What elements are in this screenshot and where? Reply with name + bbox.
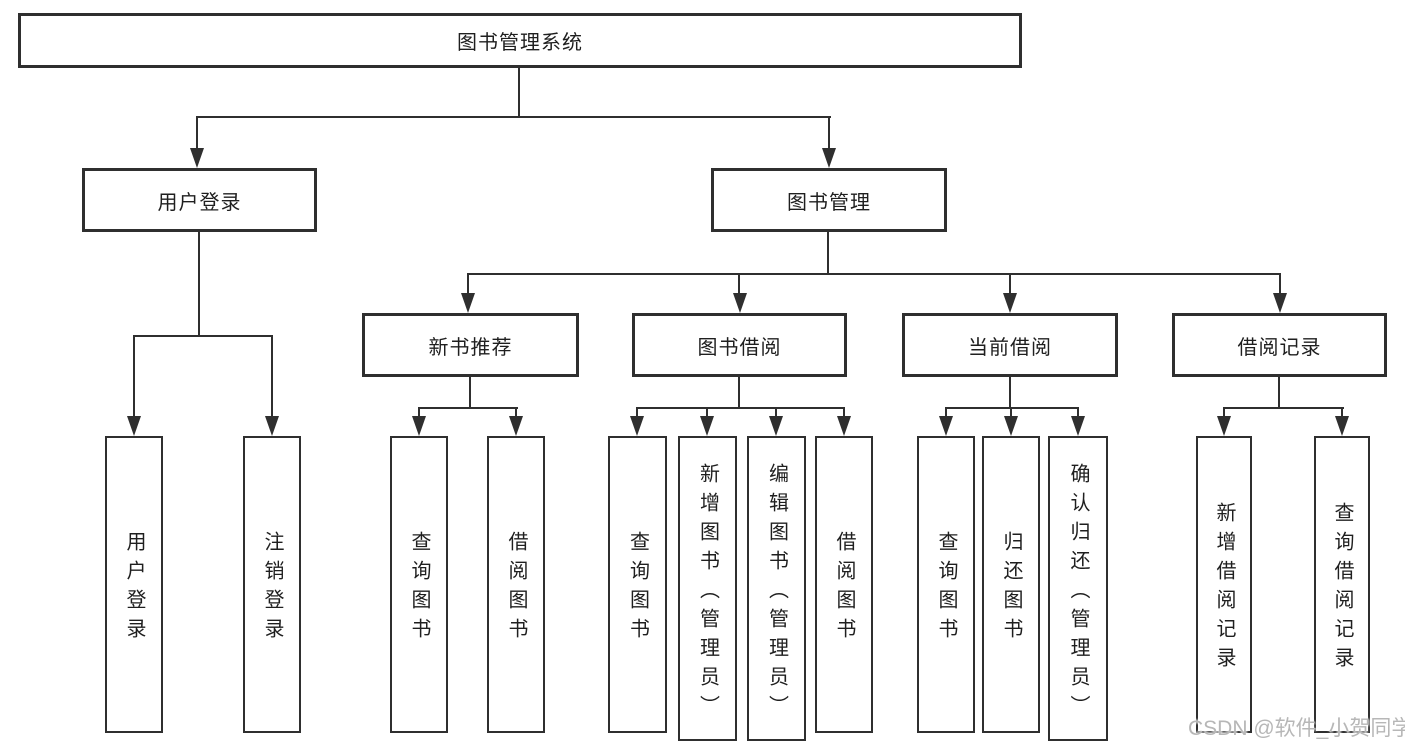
connector-stem-leaf (1341, 407, 1343, 418)
connector-book-management-stem (827, 232, 829, 275)
connector-stem-leaf (515, 407, 517, 418)
arrow-down-icon (1335, 416, 1349, 436)
arrow-down-icon (1071, 416, 1085, 436)
node-leaf-query-books-recommend: 查询图书 (390, 436, 448, 733)
node-new-book-recommend: 新书推荐 (362, 313, 579, 377)
connector-stem-leaf (706, 407, 708, 418)
node-leaf-logout: 注销登录 (243, 436, 301, 733)
connector-stem-leaf (843, 407, 845, 418)
arrow-down-icon (1004, 416, 1018, 436)
arrow-down-icon (700, 416, 714, 436)
node-book-management: 图书管理 (711, 168, 947, 232)
connector-root-hline (196, 116, 831, 118)
connector-stem-leaf (636, 407, 638, 418)
connector-stem-leaf (1223, 407, 1225, 418)
connector-current-borrowing-stem (1009, 377, 1011, 409)
arrow-down-icon (509, 416, 523, 436)
node-leaf-edit-book-admin: 编辑图书（管理员） (747, 436, 806, 741)
connector-stem-l3 (1009, 273, 1011, 295)
arrow-down-icon (630, 416, 644, 436)
connector-stem-leaf (418, 407, 420, 418)
node-leaf-label: 用户登录 (123, 531, 145, 647)
node-book-borrowing: 图书借阅 (632, 313, 847, 377)
node-leaf-borrow-books-borrowing: 借阅图书 (815, 436, 873, 733)
connector-stem-user-login (196, 116, 198, 150)
connector-book-management-hline (467, 273, 1281, 275)
connector-stem-book-management (828, 116, 830, 150)
node-leaf-label: 借阅图书 (505, 531, 527, 647)
node-leaf-label: 新增图书（管理员） (696, 462, 719, 724)
connector-stem-leaf (945, 407, 947, 418)
connector-stem-leaf (271, 335, 273, 418)
connector-current-borrowing-hline (945, 407, 1079, 409)
node-leaf-label: 编辑图书（管理员） (765, 462, 788, 724)
arrow-down-icon (1273, 293, 1287, 313)
node-current-borrowing-label: 当前借阅 (968, 336, 1052, 359)
arrow-down-icon (733, 293, 747, 313)
connector-stem-leaf (1010, 407, 1012, 418)
connector-book-borrowing-hline (636, 407, 845, 409)
arrow-down-icon (190, 148, 204, 168)
connector-book-borrowing-stem (738, 377, 740, 409)
connector-stem-leaf (775, 407, 777, 418)
arrow-down-icon (822, 148, 836, 168)
node-leaf-label: 注销登录 (261, 531, 283, 647)
node-book-management-label: 图书管理 (787, 191, 871, 214)
node-leaf-add-borrow-record: 新增借阅记录 (1196, 436, 1252, 733)
node-leaf-label: 查询图书 (408, 531, 430, 647)
arrow-down-icon (461, 293, 475, 313)
node-leaf-label: 借阅图书 (833, 531, 855, 647)
connector-new-book-hline (418, 407, 518, 409)
arrow-down-icon (939, 416, 953, 436)
node-borrowing-records: 借阅记录 (1172, 313, 1387, 377)
node-user-login-label: 用户登录 (157, 191, 242, 214)
connector-stem-l3 (738, 273, 740, 295)
connector-stem-leaf (1077, 407, 1079, 418)
node-leaf-query-borrow-record: 查询借阅记录 (1314, 436, 1370, 733)
node-root-label: 图书管理系统 (457, 32, 583, 54)
node-borrowing-records-label: 借阅记录 (1237, 336, 1322, 359)
arrow-down-icon (127, 416, 141, 436)
connector-stem-l3 (1279, 273, 1281, 295)
node-leaf-label: 查询借阅记录 (1331, 502, 1353, 676)
connector-root-stem (518, 68, 520, 118)
node-leaf-borrow-books-recommend: 借阅图书 (487, 436, 545, 733)
node-leaf-query-books-borrowing: 查询图书 (608, 436, 667, 733)
node-leaf-label: 查询图书 (935, 531, 957, 647)
connector-borrowing-records-stem (1278, 377, 1280, 409)
node-leaf-confirm-return-admin: 确认归还（管理员） (1048, 436, 1108, 741)
node-root: 图书管理系统 (18, 13, 1022, 68)
csdn-watermark: CSDN @软件_小贺同学 (1188, 717, 1405, 740)
node-leaf-label: 确认归还（管理员） (1067, 462, 1089, 724)
arrow-down-icon (769, 416, 783, 436)
connector-new-book-stem (469, 377, 471, 409)
node-leaf-query-books-current: 查询图书 (917, 436, 975, 733)
arrow-down-icon (265, 416, 279, 436)
node-user-login: 用户登录 (82, 168, 317, 232)
arrow-down-icon (1217, 416, 1231, 436)
arrow-down-icon (1003, 293, 1017, 313)
node-leaf-add-book-admin: 新增图书（管理员） (678, 436, 737, 741)
connector-borrowing-records-hline (1223, 407, 1344, 409)
node-leaf-label: 查询图书 (626, 531, 649, 647)
node-leaf-label: 归还图书 (1000, 531, 1022, 647)
arrow-down-icon (837, 416, 851, 436)
node-book-borrowing-label: 图书借阅 (697, 336, 782, 359)
arrow-down-icon (412, 416, 426, 436)
connector-user-login-stem (198, 232, 200, 337)
node-leaf-label: 新增借阅记录 (1213, 502, 1235, 676)
node-leaf-user-login: 用户登录 (105, 436, 163, 733)
node-leaf-return-books: 归还图书 (982, 436, 1040, 733)
connector-user-login-hline (133, 335, 273, 337)
connector-stem-leaf (133, 335, 135, 418)
connector-stem-l3 (467, 273, 469, 295)
node-current-borrowing: 当前借阅 (902, 313, 1118, 377)
node-new-book-recommend-label: 新书推荐 (428, 336, 513, 359)
